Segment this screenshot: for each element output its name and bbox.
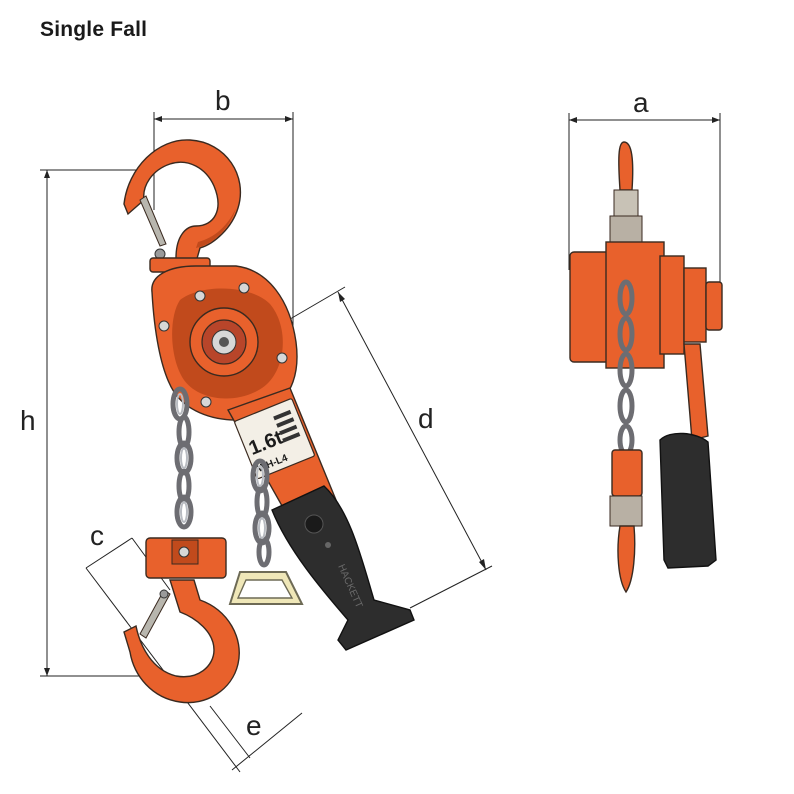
bottom-hook [123, 537, 240, 704]
side-bottom-hook [609, 449, 643, 594]
side-top-hook [609, 141, 643, 245]
dimension-e-label: e [246, 710, 262, 741]
hoist-body [151, 265, 298, 421]
front-view: b h d c [20, 85, 493, 773]
slack-chain [228, 458, 304, 605]
dimension-a-label: a [633, 87, 649, 118]
page-title: Single Fall [40, 18, 148, 41]
top-hook [123, 139, 242, 273]
side-body [569, 241, 723, 569]
lever-handle: 1.6t WH-L4 HACKETT [226, 387, 415, 651]
dimension-c-label: c [90, 520, 104, 551]
dimension-e: e [209, 705, 303, 771]
dimension-h: h [20, 169, 140, 677]
load-chain [170, 386, 194, 530]
dimension-d: d [284, 286, 493, 609]
dimension-d-label: d [418, 403, 434, 434]
dimension-h-label: h [20, 405, 36, 436]
side-view: a [568, 87, 723, 594]
nameplate: 1.6t WH-L4 [234, 398, 315, 480]
dimension-a: a [568, 87, 721, 300]
dimension-b-label: b [215, 85, 231, 116]
hackett-logo-icon [304, 514, 324, 534]
